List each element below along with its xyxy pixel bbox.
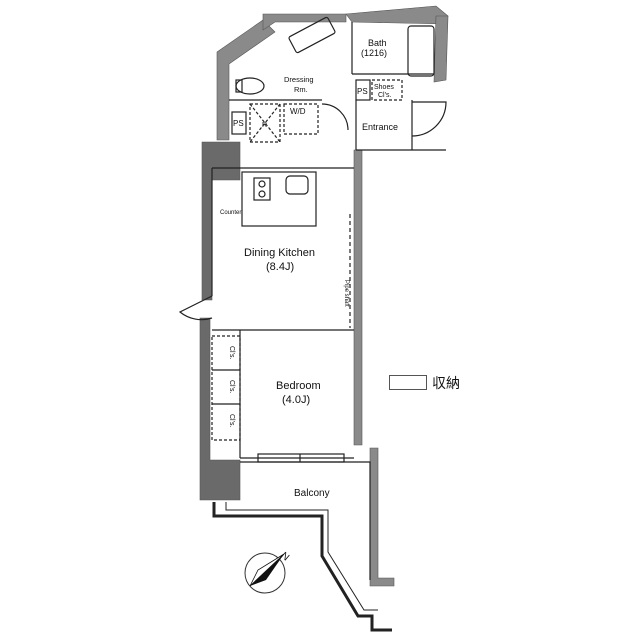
room-labels: Bath (1216) Dressing Rm. W/D R PS PS Sho… — [220, 38, 398, 499]
wall-balcony-right — [369, 447, 395, 587]
label-bath-size: (1216) — [361, 48, 387, 58]
bathtub — [407, 25, 435, 77]
wall-left-mid — [201, 141, 241, 301]
label-closet-1: Cl’s. — [228, 346, 235, 360]
compass-ring — [244, 552, 286, 594]
label-entrance: Entrance — [362, 122, 398, 132]
label-dressing: Dressing — [284, 75, 314, 84]
label-bedroom: Bedroom — [276, 380, 321, 392]
legend-label: 収納 — [432, 376, 460, 392]
label-dressing-rm: Rm. — [294, 85, 308, 94]
balcony-outline — [240, 461, 371, 580]
legend-swatch — [389, 375, 427, 390]
label-ps-left: PS — [233, 119, 244, 128]
entrance-door — [411, 101, 447, 137]
label-dining-kitchen: Dining Kitchen — [244, 247, 315, 259]
refrigerator-space — [249, 103, 281, 143]
compass: N — [244, 550, 291, 594]
kitchen-counter — [241, 171, 317, 227]
interior-lines — [178, 16, 447, 632]
wall-bath-right — [433, 15, 449, 83]
exterior-walls — [199, 5, 449, 587]
bedroom-closet — [211, 335, 241, 441]
label-closet-3: Cl’s. — [228, 414, 235, 428]
label-pipe-shaft: Pipe shaft — [343, 280, 349, 307]
label-shoes-1: Shoes — [374, 84, 394, 91]
label-shoes-2: Cl’s. — [378, 92, 392, 99]
vanity-sink — [288, 16, 336, 54]
label-dining-kitchen-size: (8.4J) — [266, 261, 294, 273]
wall-right — [353, 149, 363, 446]
label-bath: Bath — [368, 38, 387, 48]
label-counter: Counter — [220, 210, 241, 216]
washer-space — [283, 103, 319, 135]
compass-north: N — [278, 550, 291, 563]
dk-door — [178, 295, 213, 321]
shoe-closet — [371, 79, 403, 101]
label-wd: W/D — [290, 107, 306, 116]
label-ps-right: PS — [357, 87, 368, 96]
wall-bath-top — [345, 5, 449, 25]
label-closet-2: Cl’s. — [228, 380, 235, 394]
label-r: R — [262, 122, 267, 129]
label-balcony: Balcony — [294, 488, 330, 499]
label-bedroom-size: (4.0J) — [282, 394, 310, 406]
